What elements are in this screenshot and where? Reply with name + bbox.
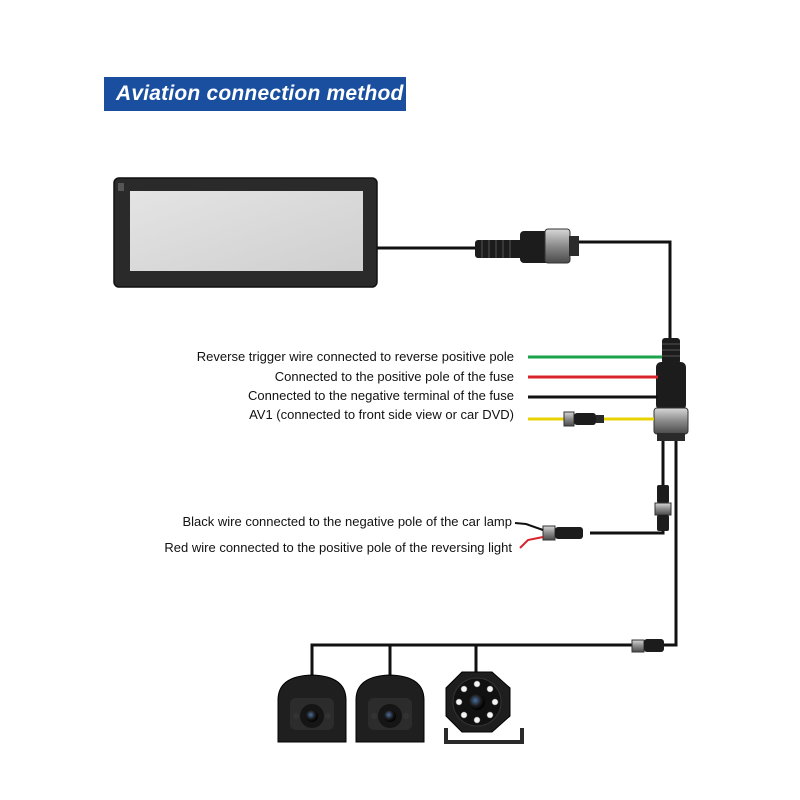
side-camera-2 bbox=[355, 674, 425, 743]
title-banner: Aviation connection method bbox=[104, 77, 406, 111]
monitor bbox=[113, 177, 378, 288]
av1-rca-lead bbox=[528, 411, 654, 427]
main-wires bbox=[310, 240, 678, 675]
label-fuse-positive: Connected to the positive pole of the fu… bbox=[274, 369, 514, 384]
side-camera-1 bbox=[277, 674, 347, 743]
monitor-aviation-connector bbox=[475, 228, 579, 264]
power-lead-connector bbox=[514, 522, 583, 549]
label-black-wire: Black wire connected to the negative pol… bbox=[182, 514, 512, 529]
diagram-title: Aviation connection method bbox=[116, 82, 404, 105]
label-red-wire: Red wire connected to the positive pole … bbox=[164, 540, 512, 555]
splitter-connector bbox=[653, 338, 689, 441]
label-fuse-negative: Connected to the negative terminal of th… bbox=[248, 388, 514, 403]
label-reverse-trigger: Reverse trigger wire connected to revers… bbox=[196, 349, 514, 364]
camera-branch-connector bbox=[631, 639, 664, 653]
inline-connector-vertical bbox=[654, 485, 672, 531]
rear-camera bbox=[444, 671, 524, 744]
label-av1: AV1 (connected to front side view or car… bbox=[249, 407, 514, 422]
